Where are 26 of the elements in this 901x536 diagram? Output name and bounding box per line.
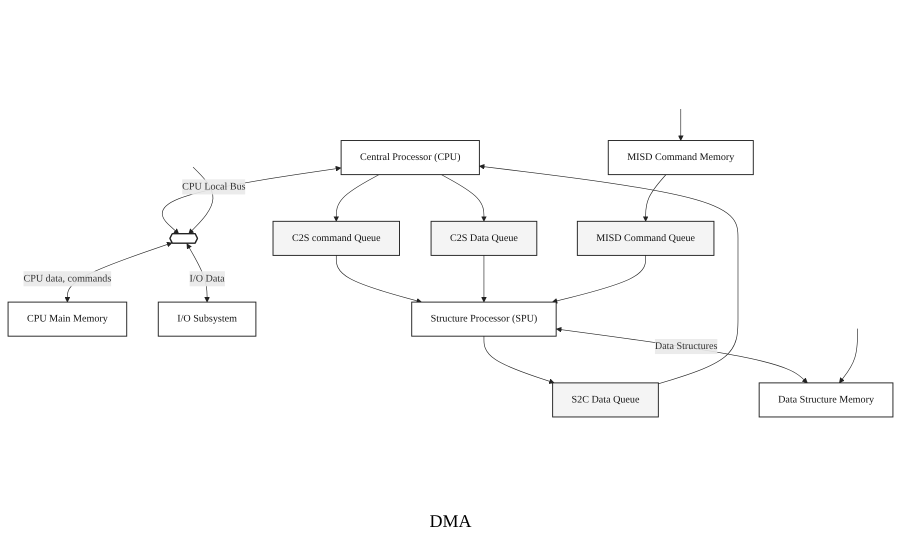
node-box: Central Processor (CPU) [340,140,480,176]
arrow [481,255,487,302]
node-box: Structure Processor (SPU) [411,302,557,337]
arrow [336,255,422,304]
edge-label: I/O Data [190,273,225,284]
node-box: C2S Data Queue [430,220,538,256]
arrow [441,174,487,222]
arrow [552,255,646,304]
node-box: MISD Command Memory [608,140,754,176]
node-box: C2S command Queue [272,220,400,256]
edge-label: CPU Local Bus [182,181,246,192]
edge-label: CPU data, commands [24,273,112,284]
arrow [334,174,380,222]
arrow [484,336,554,384]
node-box: MISD Command Queue [576,220,714,256]
edge-label: Data Structures [654,340,718,352]
node-box: CPU Main Memory [8,302,128,337]
node-box: I/O Subsystem [158,302,256,337]
node-box: Data Structure Memory [758,382,894,418]
node-box: S2C Data Queue [552,382,659,418]
arrow [678,108,684,141]
note-label: DMA [429,511,472,531]
arrow [839,328,858,384]
arrow [642,174,666,222]
arrow [479,164,738,384]
arrow [556,326,808,384]
